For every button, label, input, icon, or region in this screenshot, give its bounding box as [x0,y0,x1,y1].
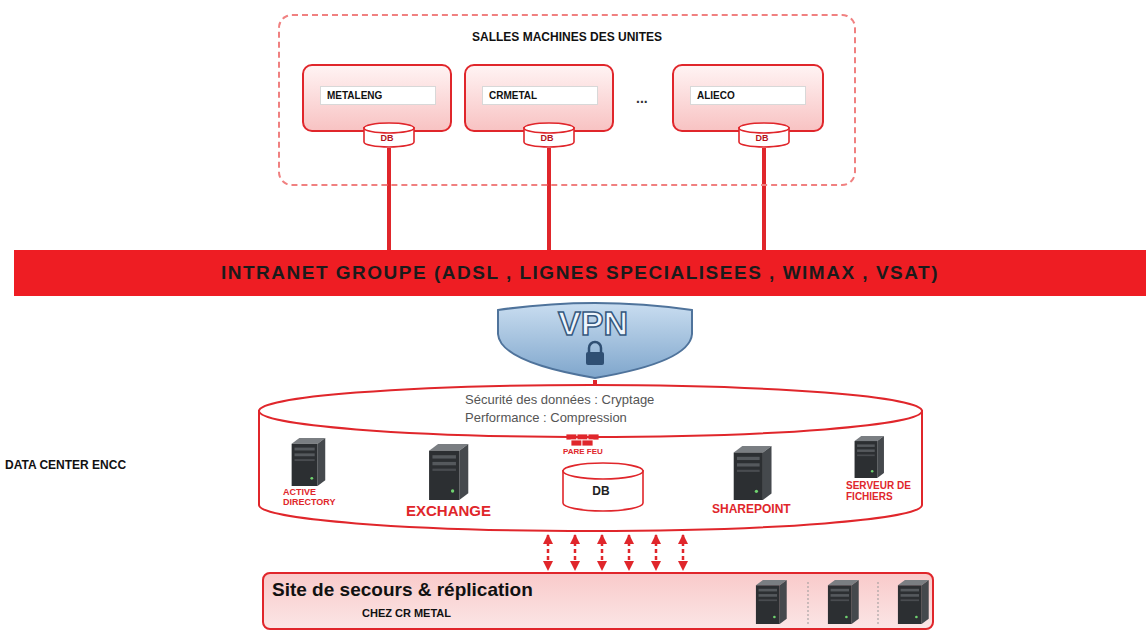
node-text: Site de secours & réplication [272,579,533,601]
node-text: CHEZ CR METAL [362,607,451,619]
node-text: SALLES MACHINES DES UNITES [280,30,854,44]
network-band: INTRANET GROUPE (ADSL , LIGNES SPECIALIS… [14,250,1146,296]
node-text: DB [738,133,786,143]
db-cylinder: DB [523,122,575,148]
node-text: DB [562,484,640,498]
ellipsis: ... [636,90,648,106]
node-text: INTRANET GROUPE (ADSL , LIGNES SPECIALIS… [14,262,1146,284]
node-text: DB [363,133,411,143]
network-link [387,148,391,250]
network-link [593,380,597,384]
unit-box: METALENGDB [302,64,452,132]
db-cylinder: DB [562,462,644,512]
node-text: CRMETAL [482,86,598,105]
server-label: SHAREPOINT [712,503,791,516]
replication-arrow [628,535,631,570]
replication-arrow [655,535,658,570]
db-cylinder: DB [738,122,790,148]
replication-arrow [547,535,550,570]
network-link [547,148,551,250]
firewall-label: PARE FEU [563,448,603,457]
unit-box: ALIECODB [672,64,824,132]
backup-ground [262,572,934,630]
group-box: SALLES MACHINES DES UNITESMETALENGDBCRME… [278,14,856,186]
replication-arrow [601,535,604,570]
backup-box: Site de secours & réplicationCHEZ CR MET… [262,572,934,630]
vpn-shield: VPN [492,300,698,380]
node-text: VPN [492,304,694,343]
separators [808,582,878,624]
node-text: METALENG [320,86,436,105]
replication-arrow [682,535,685,570]
network-link [762,148,766,250]
node-text: ALIECO [690,86,806,105]
node-text: DATA CENTER ENCC [5,458,126,472]
unit-box: CRMETALDB [464,64,614,132]
replication-arrow [574,535,577,570]
db-cylinder: DB [363,122,415,148]
firewall-icon [566,434,599,446]
node-text: Sécurité des données : Cryptage [465,392,654,407]
server-label: EXCHANGE [406,503,491,520]
node-text: DB [523,133,571,143]
datacenter-cylinder: DATA CENTER ENCCSécurité des données : C… [258,384,923,532]
server-label: ACTIVE DIRECTORY [283,488,345,508]
server-label: SERVEUR DE FICHIERS [846,480,918,502]
node-text: Performance : Compression [465,410,627,425]
